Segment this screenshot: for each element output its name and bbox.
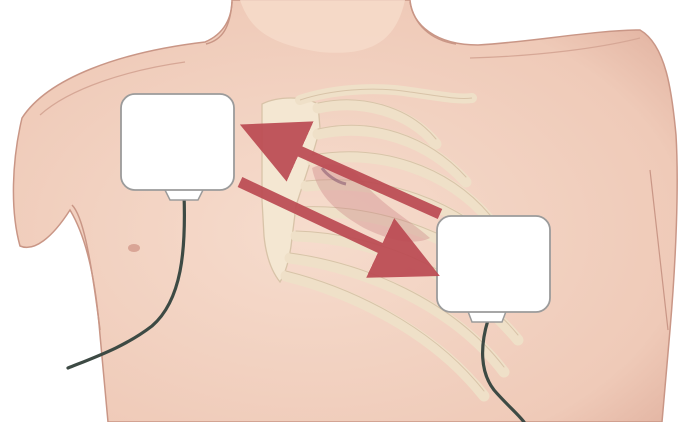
nipple	[128, 244, 140, 252]
pad-left-apex	[437, 216, 550, 322]
pad-left-apex-body	[437, 216, 550, 312]
pad-right-upper-chest-body	[121, 94, 234, 190]
pad-right-upper-chest	[121, 94, 234, 200]
